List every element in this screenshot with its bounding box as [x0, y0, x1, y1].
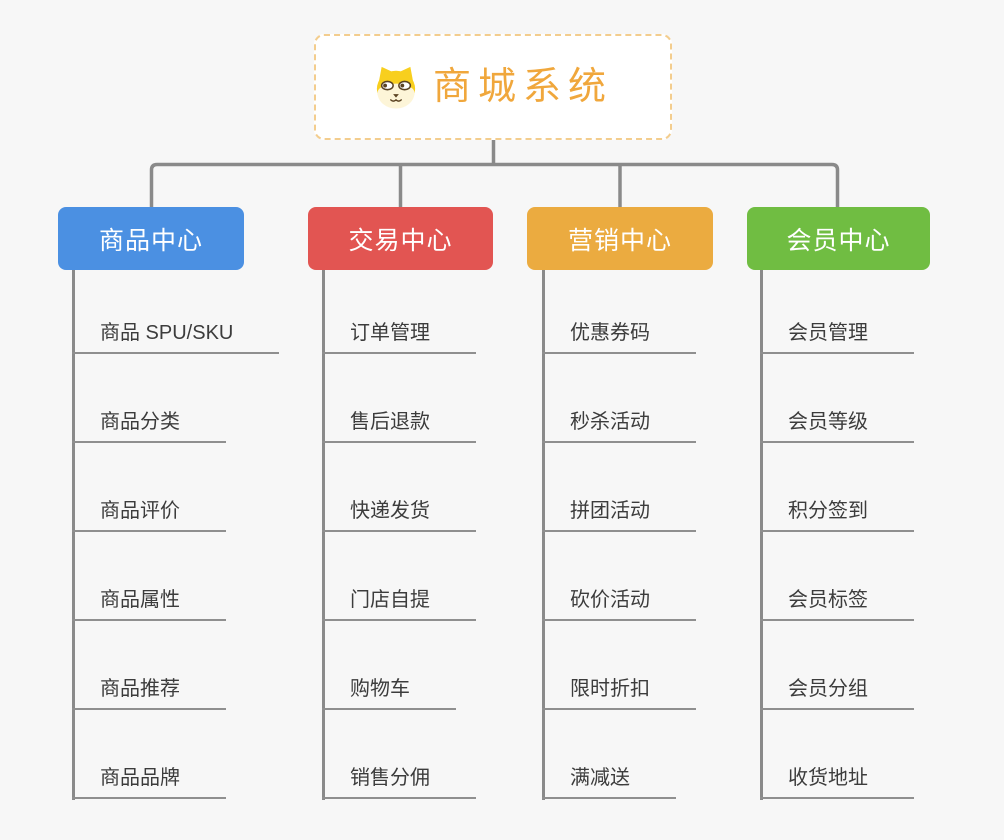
leaf-node[interactable]: 优惠券码 — [542, 270, 696, 354]
leaf-node[interactable]: 会员等级 — [760, 354, 914, 443]
leaf-label: 快递发货 — [322, 500, 476, 532]
leaf-node[interactable]: 商品分类 — [72, 354, 226, 443]
leaf-node[interactable]: 砍价活动 — [542, 532, 696, 621]
leaf-label: 销售分佣 — [322, 767, 476, 799]
leaf-node[interactable]: 购物车 — [322, 621, 456, 710]
leaf-list-marketing-center: 优惠券码 秒杀活动 拼团活动 砍价活动 限时折扣 满减送 — [542, 270, 696, 799]
branch-connector-line-marketing — [542, 270, 545, 800]
leaf-label: 会员分组 — [760, 678, 914, 710]
leaf-label: 收货地址 — [760, 767, 914, 799]
leaf-node[interactable]: 会员管理 — [760, 270, 914, 354]
leaf-label: 会员标签 — [760, 589, 914, 621]
leaf-label: 售后退款 — [322, 411, 476, 443]
branch-connector-line-trade — [322, 270, 325, 800]
leaf-node[interactable]: 门店自提 — [322, 532, 476, 621]
root-node[interactable]: 商城系统 — [314, 34, 672, 140]
leaf-node[interactable]: 限时折扣 — [542, 621, 696, 710]
leaf-node[interactable]: 拼团活动 — [542, 443, 696, 532]
leaf-label: 会员等级 — [760, 411, 914, 443]
branch-label: 交易中心 — [348, 226, 453, 255]
leaf-list-product-center: 商品 SPU/SKU 商品分类 商品评价 商品属性 商品推荐 商品品牌 — [72, 270, 280, 799]
leaf-node[interactable]: 商品 SPU/SKU — [72, 270, 280, 354]
leaf-node[interactable]: 收货地址 — [760, 710, 914, 799]
leaf-node[interactable]: 商品属性 — [72, 532, 226, 621]
leaf-label: 砍价活动 — [542, 589, 696, 621]
leaf-node[interactable]: 积分签到 — [760, 443, 914, 532]
leaf-node[interactable]: 满减送 — [542, 710, 676, 799]
leaf-node[interactable]: 会员标签 — [760, 532, 914, 621]
leaf-node[interactable]: 销售分佣 — [322, 710, 476, 799]
leaf-node[interactable]: 商品品牌 — [72, 710, 226, 799]
branch-node-trade-center[interactable]: 交易中心 — [308, 207, 493, 270]
leaf-label: 秒杀活动 — [542, 411, 696, 443]
leaf-label: 积分签到 — [760, 500, 914, 532]
leaf-node[interactable]: 订单管理 — [322, 270, 476, 354]
leaf-label: 订单管理 — [322, 322, 476, 354]
leaf-node[interactable]: 商品评价 — [72, 443, 226, 532]
leaf-node[interactable]: 秒杀活动 — [542, 354, 696, 443]
leaf-node[interactable]: 售后退款 — [322, 354, 476, 443]
leaf-list-member-center: 会员管理 会员等级 积分签到 会员标签 会员分组 收货地址 — [760, 270, 914, 799]
leaf-label: 商品分类 — [72, 411, 226, 443]
branch-connector-line-member — [760, 270, 763, 800]
leaf-label: 满减送 — [542, 767, 676, 799]
leaf-label: 限时折扣 — [542, 678, 696, 710]
branch-node-member-center[interactable]: 会员中心 — [747, 207, 930, 270]
leaf-label: 商品推荐 — [72, 678, 226, 710]
leaf-label: 会员管理 — [760, 322, 914, 354]
leaf-label: 商品品牌 — [72, 767, 226, 799]
leaf-list-trade-center: 订单管理 售后退款 快递发货 门店自提 购物车 销售分佣 — [322, 270, 476, 799]
root-node-title: 商城系统 — [432, 66, 613, 108]
leaf-node[interactable]: 会员分组 — [760, 621, 914, 710]
branch-node-product-center[interactable]: 商品中心 — [58, 207, 244, 270]
leaf-label: 门店自提 — [322, 589, 476, 621]
branch-label: 商品中心 — [98, 226, 203, 255]
branch-node-marketing-center[interactable]: 营销中心 — [527, 207, 713, 270]
leaf-label: 商品属性 — [72, 589, 226, 621]
leaf-label: 商品 SPU/SKU — [72, 322, 280, 354]
leaf-node[interactable]: 商品推荐 — [72, 621, 226, 710]
branch-rail-line — [149, 162, 840, 207]
leaf-label: 优惠券码 — [542, 322, 696, 354]
branch-label: 营销中心 — [567, 226, 672, 255]
leaf-label: 购物车 — [322, 678, 456, 710]
leaf-node[interactable]: 快递发货 — [322, 443, 476, 532]
leaf-label: 拼团活动 — [542, 500, 696, 532]
branch-label: 会员中心 — [786, 226, 891, 255]
leaf-label: 商品评价 — [72, 500, 226, 532]
branch-connector-line-product — [72, 270, 75, 800]
dog-face-icon — [376, 66, 416, 109]
